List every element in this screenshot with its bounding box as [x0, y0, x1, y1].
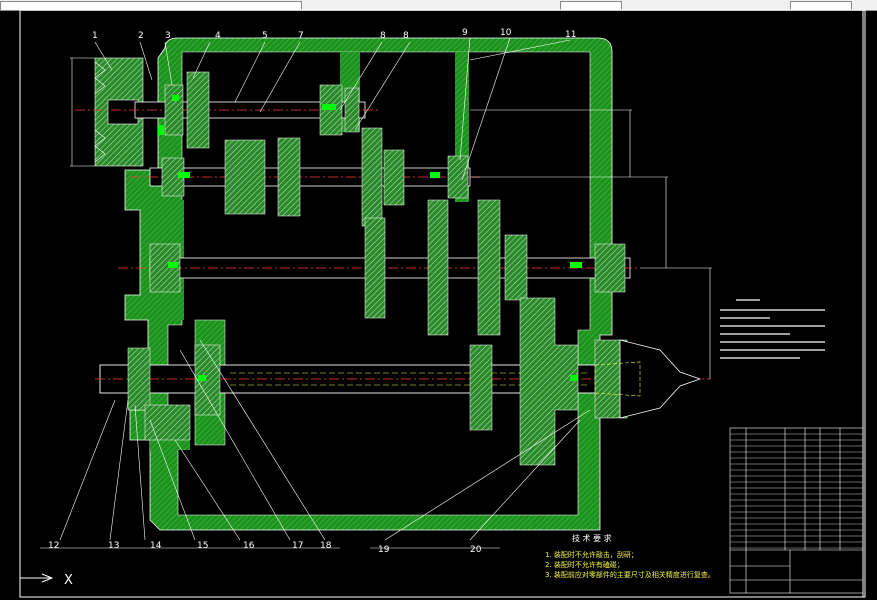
part-label-11: 11	[565, 30, 576, 40]
part-label-18: 18	[320, 541, 332, 551]
leader-lines	[40, 37, 591, 549]
part-label-7: 7	[298, 31, 304, 41]
intermediate-shaft-1	[130, 127, 480, 227]
part-label-4: 4	[215, 31, 221, 41]
part-number-labels: 1 2 3 4 5 7 8 8 9 10 11 12 13 14 15 16 1…	[48, 28, 576, 555]
part-label-16: 16	[243, 541, 255, 551]
part-label-10: 10	[500, 28, 512, 38]
part-label-12: 12	[48, 541, 59, 551]
part-label-3: 3	[165, 31, 171, 41]
part-label-13: 13	[108, 541, 119, 551]
parts-list-rows	[730, 433, 863, 549]
intermediate-shaft-2	[118, 199, 640, 336]
title-block	[729, 427, 864, 594]
drawing-frame	[19, 9, 866, 598]
bearing-markers	[158, 95, 582, 381]
ucs-icon: X	[20, 573, 73, 588]
main-spindle	[95, 297, 710, 466]
part-label-20: 20	[470, 545, 482, 555]
part-label-5: 5	[262, 31, 268, 41]
part-label-19: 19	[378, 545, 390, 555]
part-label-8b: 8	[403, 31, 409, 41]
axis-label-x: X	[64, 573, 73, 588]
technical-requirements: 技 术 要 求 1. 装配时不允许敲击，刮研； 2. 装配时不允许有磕碰； 3.…	[545, 533, 715, 579]
part-label-8a: 8	[380, 31, 386, 41]
part-label-15: 15	[197, 541, 208, 551]
part-label-1: 1	[92, 31, 98, 41]
tech-req-title: 技 术 要 求	[572, 533, 612, 543]
dimension-lines	[70, 57, 712, 379]
part-label-9: 9	[462, 28, 468, 38]
part-label-14: 14	[150, 541, 162, 551]
notes-block	[720, 299, 825, 359]
tech-req-item-1: 1. 装配时不允许敲击，刮研；	[545, 550, 638, 559]
part-label-2: 2	[138, 31, 144, 41]
part-label-17: 17	[292, 541, 303, 551]
tech-req-item-2: 2. 装配时不允许有磕碰；	[545, 560, 624, 569]
tech-req-item-3: 3. 装配前应对零部件的主要尺寸及相关精度进行复查。	[545, 570, 715, 579]
